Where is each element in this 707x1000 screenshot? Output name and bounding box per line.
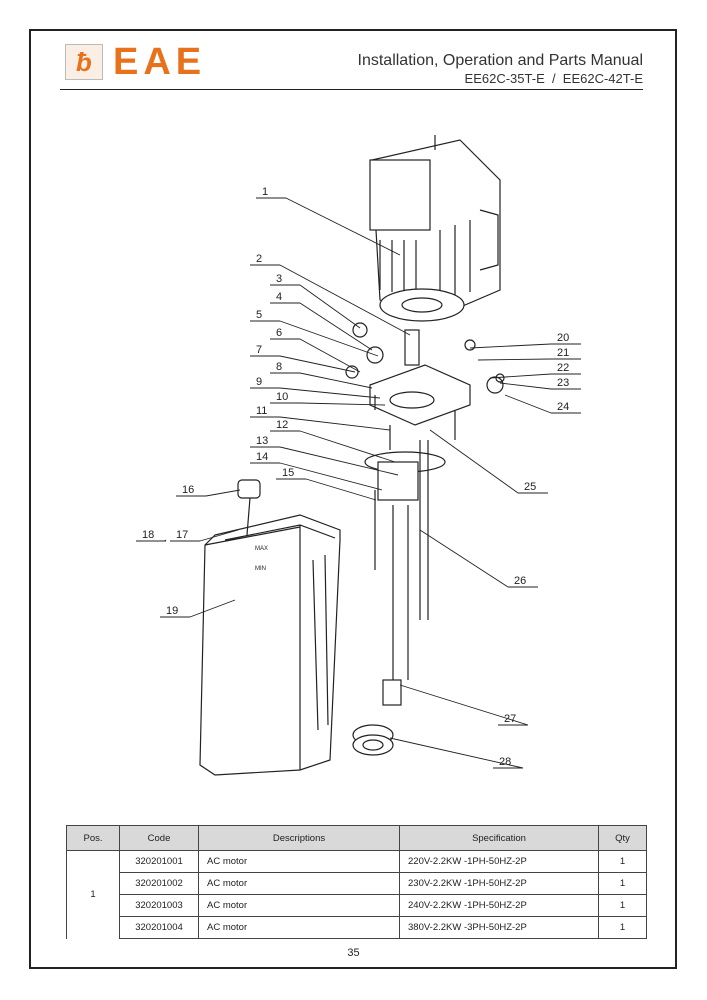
- callout-leader-line: [399, 684, 529, 726]
- callout-number-16: 16: [182, 484, 194, 496]
- code-cell: 320201003: [119, 894, 199, 917]
- logo-mark-icon: ƀ: [65, 44, 103, 80]
- callout-number-18: 18: [142, 529, 154, 541]
- tank-min-label: MIN: [255, 566, 266, 572]
- callout-number-27: 27: [504, 713, 516, 725]
- callout-number-9: 9: [256, 376, 262, 388]
- callout-leader-line: [189, 599, 236, 618]
- qty-cell: 1: [598, 916, 647, 939]
- desc-cell: AC motor: [198, 894, 400, 917]
- callout-leader-line: [499, 382, 552, 390]
- callout-leader-line: [299, 302, 373, 351]
- code-cell: 320201002: [119, 872, 199, 895]
- table-row: 320201003 AC motor 240V-2.2KW -1PH-50HZ-…: [67, 894, 647, 917]
- manual-title: Installation, Operation and Parts Manual: [357, 52, 644, 69]
- oil-tank-drawing: MAX MIN: [199, 479, 341, 776]
- spec-cell: 380V-2.2KW -3PH-50HZ-2P: [399, 916, 599, 939]
- callout-leader-line: [279, 416, 391, 431]
- spec-cell: 240V-2.2KW -1PH-50HZ-2P: [399, 894, 599, 917]
- col-descriptions: Descriptions: [198, 825, 400, 851]
- logo-text: EAE: [113, 41, 207, 83]
- callout-number-23: 23: [557, 377, 569, 389]
- model-numbers: EE62C-35T-E / EE62C-42T-E: [464, 71, 643, 86]
- document-title: Installation, Operation and Parts Manual…: [358, 52, 644, 86]
- callout-leader-line: [305, 478, 377, 501]
- callout-leader-line: [279, 446, 399, 476]
- callout-leader-line: [279, 462, 383, 491]
- callout-number-28: 28: [499, 756, 511, 768]
- desc-cell: AC motor: [198, 872, 400, 895]
- header-divider: [60, 89, 643, 90]
- callout-number-7: 7: [256, 344, 262, 356]
- callout-leader-line: [389, 737, 524, 769]
- spec-cell: 220V-2.2KW -1PH-50HZ-2P: [399, 850, 599, 873]
- callout-leader-line: [489, 373, 552, 379]
- callout-number-19: 19: [166, 605, 178, 617]
- callout-leader-line: [199, 529, 239, 542]
- callout-leader-line: [299, 338, 361, 373]
- table-row: 1 320201001 AC motor 220V-2.2KW -1PH-50H…: [66, 850, 647, 939]
- spec-cell: 230V-2.2KW -1PH-50HZ-2P: [399, 872, 599, 895]
- callout-leader-line: [299, 372, 373, 389]
- callout-leader-line: [429, 429, 519, 494]
- callout-number-14: 14: [256, 451, 268, 463]
- pos-cell: 1: [66, 850, 120, 939]
- callout-number-21: 21: [557, 347, 569, 359]
- brand-logo: ƀ EAE: [65, 41, 207, 83]
- callout-leader-line: [477, 358, 552, 361]
- desc-cell: AC motor: [198, 916, 400, 939]
- callout-number-22: 22: [557, 362, 569, 374]
- callout-number-11: 11: [256, 405, 267, 417]
- callout-number-6: 6: [276, 327, 282, 339]
- callout-leader-line: [279, 320, 379, 357]
- callout-number-12: 12: [276, 419, 288, 431]
- qty-cell: 1: [598, 872, 647, 895]
- callout-number-26: 26: [514, 575, 526, 587]
- callout-number-20: 20: [557, 332, 569, 344]
- callout-number-24: 24: [557, 401, 569, 413]
- callout-number-3: 3: [276, 273, 282, 285]
- callout-leader-line: [279, 355, 356, 373]
- callout-number-17: 17: [176, 529, 188, 541]
- callout-leader-line: [504, 394, 552, 414]
- callout-number-4: 4: [276, 291, 282, 303]
- callout-number-8: 8: [276, 361, 282, 373]
- callout-number-2: 2: [256, 253, 262, 265]
- table-row: 320201002 AC motor 230V-2.2KW -1PH-50HZ-…: [67, 872, 647, 895]
- callout-number-5: 5: [256, 309, 262, 321]
- callout-number-1: 1: [262, 186, 268, 198]
- col-code: Code: [119, 825, 199, 851]
- callout-number-13: 13: [256, 435, 268, 447]
- callout-number-25: 25: [524, 481, 536, 493]
- qty-cell: 1: [598, 894, 647, 917]
- code-cell: 320201004: [119, 916, 199, 939]
- callout-leader-line: [299, 430, 396, 463]
- page-number: 35: [347, 947, 360, 959]
- callout-leader-line: [299, 402, 386, 406]
- exploded-parts-diagram: MAX MIN 12345678910111213141516171819202…: [136, 135, 581, 776]
- callout-leader-line: [279, 264, 411, 336]
- callout-leader-line: [299, 284, 361, 329]
- parts-table: Pos. Code Descriptions Specification Qty…: [66, 825, 647, 939]
- valve-block-drawing: [345, 322, 505, 450]
- page-border: [29, 29, 677, 969]
- col-qty: Qty: [598, 825, 647, 851]
- col-specification: Specification: [399, 825, 599, 851]
- code-cell: 320201001: [119, 850, 199, 873]
- ac-motor-drawing: [369, 135, 501, 322]
- callout-leader-line: [285, 197, 401, 256]
- desc-cell: AC motor: [198, 850, 400, 873]
- callout-number-10: 10: [276, 391, 288, 403]
- pump-drawing: [352, 440, 446, 756]
- callout-leader-line: [279, 387, 381, 399]
- callout-number-15: 15: [282, 467, 294, 479]
- col-pos: Pos.: [66, 825, 120, 851]
- callout-leader-line: [469, 343, 552, 349]
- qty-cell: 1: [598, 850, 647, 873]
- table-row: 320201004 AC motor 380V-2.2KW -3PH-50HZ-…: [67, 916, 647, 939]
- callout-leader-line: [164, 539, 167, 542]
- callout-leader-line: [419, 529, 509, 588]
- tank-max-label: MAX: [255, 546, 268, 552]
- callout-leader-line: [205, 489, 241, 497]
